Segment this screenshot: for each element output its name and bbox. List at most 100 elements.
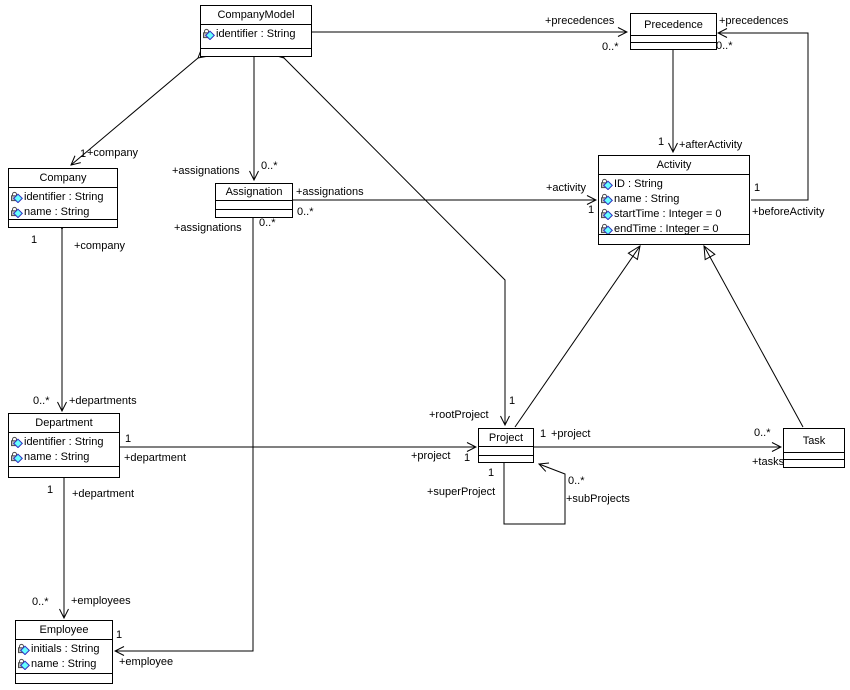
attribute-property-lock-icon xyxy=(11,206,23,218)
label-employee-role: +employee xyxy=(119,656,174,668)
label-rootproject-role: +rootProject xyxy=(429,409,489,421)
empty-compartment xyxy=(631,36,716,43)
class-project[interactable]: Project xyxy=(478,428,534,463)
attribute-row[interactable]: name : String xyxy=(17,656,111,671)
label-prec-left-role: +precedences xyxy=(545,15,615,27)
label-assig-top-role: +assignations xyxy=(172,165,240,177)
attribute-row[interactable]: name : String xyxy=(10,449,118,464)
attribute-text: initials : String xyxy=(31,642,100,655)
label-assig-top-mult: 0..* xyxy=(261,160,278,172)
attribute-row[interactable]: identifier : String xyxy=(10,434,118,449)
empty-compartment xyxy=(479,456,533,462)
empty-compartment xyxy=(216,210,292,217)
attribute-text: identifier : String xyxy=(216,27,296,40)
attributes-compartment: identifier : String xyxy=(201,25,311,49)
empty-compartment xyxy=(599,235,749,244)
attributes-compartment: identifier : String name : String xyxy=(9,433,119,467)
class-title: Assignation xyxy=(216,184,292,201)
attribute-row[interactable]: identifier : String xyxy=(202,26,310,41)
label-tasks-role: +tasks xyxy=(752,456,785,468)
label-companytop-role: +company xyxy=(87,147,139,159)
attribute-property-lock-icon xyxy=(11,451,23,463)
attribute-text: endTime : Integer = 0 xyxy=(614,222,719,235)
attribute-text: identifier : String xyxy=(24,435,104,448)
label-prec-right-role: +precedences xyxy=(719,15,789,27)
attribute-text: name : String xyxy=(24,450,90,463)
attributes-compartment: initials : String name : String xyxy=(16,640,112,674)
attribute-property-lock-icon xyxy=(18,658,30,670)
label-prec-left-mult: 0..* xyxy=(602,41,619,53)
attribute-row[interactable]: ID : String xyxy=(600,176,748,191)
label-assig-right-mult: 0..* xyxy=(297,206,314,218)
empty-compartment xyxy=(216,201,292,210)
label-companybot-mult: 1 xyxy=(31,234,38,246)
class-title: Employee xyxy=(16,621,112,640)
class-title: Department xyxy=(9,414,119,433)
edge-precedence-beforeactivity[interactable] xyxy=(718,33,809,201)
label-assig-right-role: +assignations xyxy=(296,186,364,198)
edge-generalization-task-activity[interactable] xyxy=(703,244,804,428)
class-title: Task xyxy=(784,429,844,453)
label-companybot-role: +company xyxy=(74,240,126,252)
label-employees-mult: 0..* xyxy=(32,596,49,608)
label-companytop-mult: 1 xyxy=(80,148,87,160)
attribute-row[interactable]: startTime : Integer = 0 xyxy=(600,206,748,221)
attribute-text: name : String xyxy=(31,657,97,670)
attribute-property-lock-icon xyxy=(601,178,613,190)
attribute-property-lock-icon xyxy=(203,28,215,40)
label-projleft-role: +project xyxy=(411,450,451,462)
label-assig-bottom-mult: 0..* xyxy=(259,217,276,229)
attribute-row[interactable]: identifier : String xyxy=(10,189,116,204)
attribute-row[interactable]: name : String xyxy=(10,204,116,219)
empty-compartment xyxy=(631,43,716,49)
label-activity-role: +activity xyxy=(546,182,587,194)
label-afteractivity-role: +afterActivity xyxy=(679,139,743,151)
label-deptbot-mult: 1 xyxy=(47,484,54,496)
attribute-text: name : String xyxy=(614,192,680,205)
class-title: Precedence xyxy=(631,14,716,36)
attribute-text: identifier : String xyxy=(24,190,104,203)
label-afteractivity-mult: 1 xyxy=(658,136,665,148)
label-projright-role: +project xyxy=(551,428,591,440)
attribute-property-lock-icon xyxy=(11,191,23,203)
attribute-property-lock-icon xyxy=(11,436,23,448)
label-departments-role: +departments xyxy=(69,395,137,407)
class-employee[interactable]: Employee initials : String name : String xyxy=(15,620,113,684)
class-title: Company xyxy=(9,169,117,188)
empty-compartment xyxy=(201,49,311,56)
attribute-row[interactable]: initials : String xyxy=(17,641,111,656)
empty-compartment xyxy=(784,460,844,467)
class-title: Activity xyxy=(599,156,749,175)
attribute-row[interactable]: endTime : Integer = 0 xyxy=(600,221,748,235)
attribute-row[interactable]: name : String xyxy=(600,191,748,206)
class-department[interactable]: Department identifier : String name : Stri… xyxy=(8,413,120,478)
edge-companymodel-company[interactable] xyxy=(71,58,198,165)
class-precedence[interactable]: Precedence xyxy=(630,13,717,50)
empty-compartment xyxy=(784,453,844,460)
edge-project-subprojects[interactable] xyxy=(504,463,566,525)
class-assignation[interactable]: Assignation xyxy=(215,183,293,218)
edge-generalization-project-activity[interactable] xyxy=(514,244,641,428)
attribute-text: ID : String xyxy=(614,177,663,190)
attribute-property-lock-icon xyxy=(601,208,613,220)
class-task[interactable]: Task xyxy=(783,428,845,468)
empty-compartment xyxy=(479,447,533,456)
class-title: Project xyxy=(479,429,533,447)
empty-compartment xyxy=(16,674,112,683)
edge-companymodel-project[interactable] xyxy=(284,58,505,425)
edge-assignation-employee[interactable] xyxy=(115,218,254,651)
label-deptbot-role: +department xyxy=(72,488,135,500)
label-tasks-mult: 0..* xyxy=(754,427,771,439)
label-rootproject-mult: 1 xyxy=(509,395,516,407)
empty-compartment xyxy=(9,467,119,477)
label-employee-mult: 1 xyxy=(116,629,123,641)
attribute-property-lock-icon xyxy=(601,223,613,234)
label-superproj-role: +superProject xyxy=(427,486,496,498)
